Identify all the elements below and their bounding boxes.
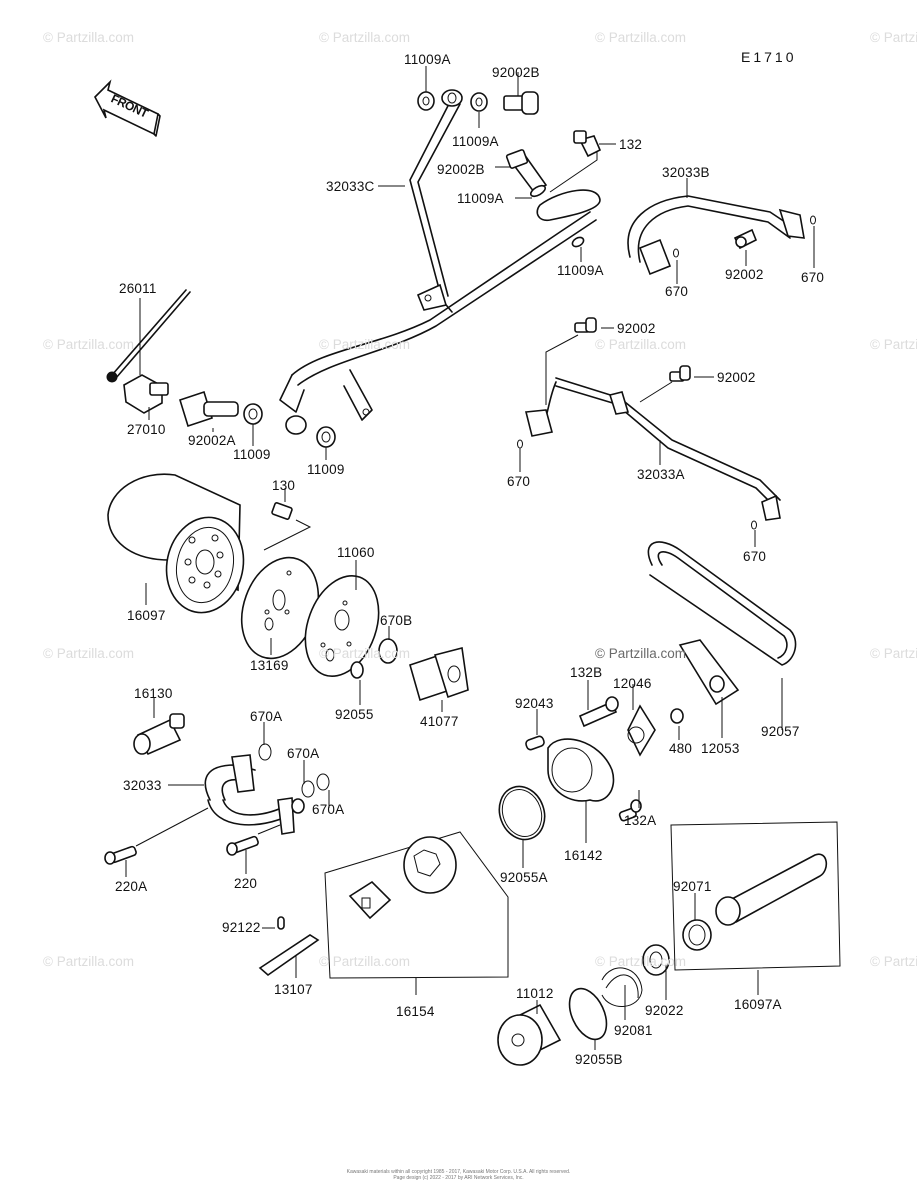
part-label[interactable]: 11060 xyxy=(337,545,375,560)
part-label[interactable]: 32033C xyxy=(326,179,375,194)
watermark: © Partzilla.com xyxy=(319,646,410,661)
part-label[interactable]: 92002B xyxy=(492,65,540,80)
diagram-code: E1710 xyxy=(741,49,797,65)
rotor-set-16154 xyxy=(258,831,509,979)
part-label[interactable]: 130 xyxy=(272,478,296,493)
part-label[interactable]: 670A xyxy=(250,709,283,724)
part-label[interactable]: 670A xyxy=(312,802,345,817)
part-label[interactable]: 670B xyxy=(380,613,413,628)
part-label[interactable]: 16154 xyxy=(396,1004,435,1019)
copyright-line: Kawasaki materials within all copyright … xyxy=(346,1169,571,1175)
relief-valve-16097a xyxy=(497,821,841,1066)
part-label[interactable]: 32033B xyxy=(662,165,710,180)
part-label[interactable]: 12053 xyxy=(701,741,740,756)
part-label[interactable]: 11009A xyxy=(404,52,451,67)
watermark: © Partzilla.com xyxy=(319,954,410,969)
part-label[interactable]: 670 xyxy=(743,549,767,564)
part-label[interactable]: 92002A xyxy=(188,433,236,448)
part-label[interactable]: 92002 xyxy=(717,370,756,385)
part-label[interactable]: 11009 xyxy=(307,462,345,477)
part-label[interactable]: 92002 xyxy=(725,267,764,282)
part-label[interactable]: 92022 xyxy=(645,1003,684,1018)
pipe-32033a xyxy=(517,317,781,530)
part-label[interactable]: 92081 xyxy=(614,1023,653,1038)
washers-top xyxy=(417,91,602,248)
part-label[interactable]: 32033A xyxy=(637,467,685,482)
oil-switch-parts xyxy=(106,289,336,448)
part-label[interactable]: 11012 xyxy=(516,986,554,1001)
part-label[interactable]: 670A xyxy=(287,746,320,761)
part-label[interactable]: 12046 xyxy=(613,676,652,691)
part-label[interactable]: 132A xyxy=(624,813,657,828)
part-label[interactable]: 41077 xyxy=(420,714,459,729)
part-label[interactable]: 92002 xyxy=(617,321,656,336)
watermark: © Partzilla.com xyxy=(319,337,410,352)
filter-plates xyxy=(240,502,469,702)
watermark: © Partzilla.com xyxy=(595,954,686,969)
watermark: © Partzilla.com xyxy=(43,30,134,45)
part-label[interactable]: 11009A xyxy=(557,263,604,278)
watermark: © Partzilla.com xyxy=(595,337,686,352)
part-label[interactable]: 670 xyxy=(665,284,689,299)
watermark: © Partzilla.com xyxy=(43,954,134,969)
watermark: © Partzilla.com xyxy=(43,646,134,661)
part-label[interactable]: 11009A xyxy=(457,191,504,206)
leader-lines xyxy=(125,66,815,1050)
part-label[interactable]: 16130 xyxy=(134,686,173,701)
part-label[interactable]: 132B xyxy=(570,665,603,680)
part-label[interactable]: 92122 xyxy=(222,920,261,935)
watermark: © Partzilla.com xyxy=(870,646,917,661)
part-label[interactable]: 92057 xyxy=(761,724,800,739)
watermark: © Partzilla.com xyxy=(870,30,917,45)
part-label[interactable]: 16097A xyxy=(734,997,782,1012)
lower-left-parts xyxy=(104,713,330,865)
oil-filter-16097 xyxy=(107,473,245,614)
part-label[interactable]: 92055A xyxy=(500,870,548,885)
part-label[interactable]: 32033 xyxy=(123,778,162,793)
part-label[interactable]: 11009 xyxy=(233,447,271,462)
part-label[interactable]: 16097 xyxy=(127,608,166,623)
part-label[interactable]: 13107 xyxy=(274,982,313,997)
part-label[interactable]: 670 xyxy=(507,474,531,489)
part-label[interactable]: 11009A xyxy=(452,134,499,149)
part-label[interactable]: 92002B xyxy=(437,162,485,177)
watermark: © Partzilla.com xyxy=(43,337,134,352)
pipe-32033b xyxy=(627,195,816,276)
part-label[interactable]: 670 xyxy=(801,270,825,285)
part-label[interactable]: 27010 xyxy=(127,422,166,437)
part-label[interactable]: 220A xyxy=(115,879,148,894)
copyright-line: Page design (c) 2022 - 2017 by ARI Netwo… xyxy=(393,1175,524,1181)
part-label[interactable]: 16142 xyxy=(564,848,603,863)
watermark: © Partzilla.com xyxy=(870,337,917,352)
part-label[interactable]: 13169 xyxy=(250,658,289,673)
pump-and-chain-parts xyxy=(498,541,797,841)
part-label[interactable]: 26011 xyxy=(119,281,157,296)
part-label[interactable]: 92055 xyxy=(335,707,374,722)
front-arrow-icon xyxy=(94,79,161,137)
watermark: © Partzilla.com xyxy=(319,30,410,45)
part-label[interactable]: 92055B xyxy=(575,1052,623,1067)
watermark: © Partzilla.com xyxy=(595,30,686,45)
watermark: © Partzilla.com xyxy=(595,646,686,661)
part-label[interactable]: 132 xyxy=(619,137,643,152)
part-label[interactable]: 220 xyxy=(234,876,258,891)
watermark: © Partzilla.com xyxy=(870,954,917,969)
part-label[interactable]: 92071 xyxy=(673,879,712,894)
pipe-32033c xyxy=(279,89,601,435)
part-label[interactable]: 480 xyxy=(669,741,693,756)
part-label[interactable]: 92043 xyxy=(515,696,554,711)
